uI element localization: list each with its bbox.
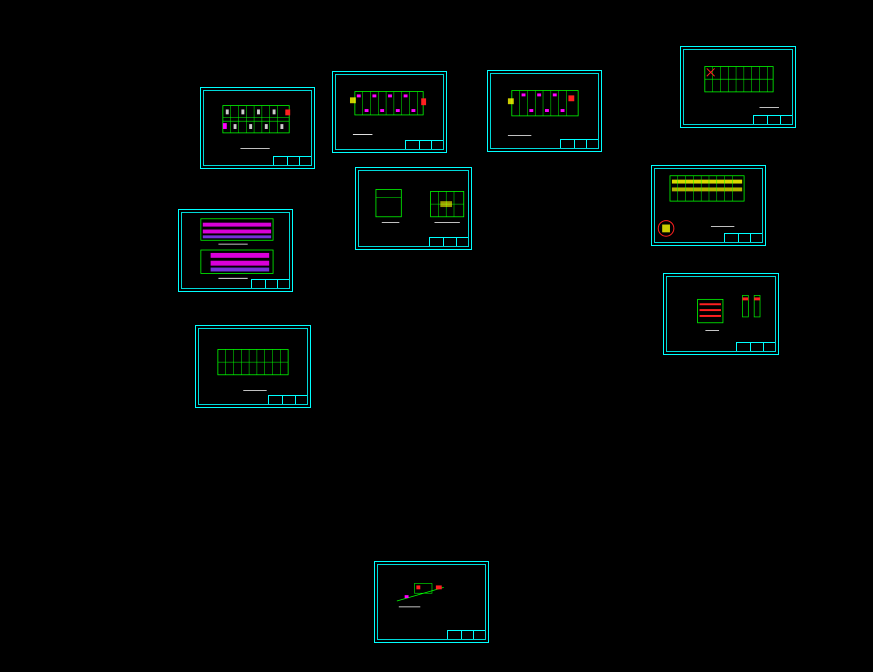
drawing-sheet-front-elevation[interactable] bbox=[651, 165, 766, 246]
drawing-sheet-floor-plan-a[interactable] bbox=[200, 87, 315, 169]
drawing-sheet-elevations[interactable] bbox=[178, 209, 293, 292]
drawing-sheet-floor-plan-b[interactable] bbox=[332, 71, 447, 153]
drawing-sheet-floor-plan-c[interactable] bbox=[487, 70, 602, 152]
title-block bbox=[446, 630, 485, 639]
details-drawing bbox=[375, 189, 465, 224]
title-block bbox=[272, 156, 311, 165]
stair-detail-drawing bbox=[697, 295, 761, 331]
title-block bbox=[428, 237, 468, 246]
drawing-sheet-grid-plan[interactable] bbox=[195, 325, 311, 408]
drawing-sheet-roof-plan[interactable] bbox=[680, 46, 796, 128]
title-block bbox=[723, 233, 762, 242]
floor-plan-drawing bbox=[507, 90, 579, 136]
title-block bbox=[268, 395, 307, 404]
title-block bbox=[753, 115, 792, 124]
roof-plan-drawing bbox=[704, 66, 779, 108]
drawing-sheet-details[interactable] bbox=[355, 167, 472, 250]
drawing-sheet-stair-detail[interactable] bbox=[663, 273, 779, 355]
title-block bbox=[736, 342, 775, 351]
title-block bbox=[250, 279, 289, 288]
elevations-drawing bbox=[200, 218, 274, 279]
title-block bbox=[404, 140, 443, 149]
section-drawing bbox=[396, 583, 444, 608]
title-block bbox=[559, 139, 598, 148]
grid-plan-drawing bbox=[217, 349, 289, 391]
floor-plan-drawing bbox=[349, 91, 427, 135]
floor-plan-drawing bbox=[222, 105, 291, 149]
drawing-sheet-section[interactable] bbox=[374, 561, 489, 643]
front-elevation-drawing bbox=[657, 175, 745, 237]
